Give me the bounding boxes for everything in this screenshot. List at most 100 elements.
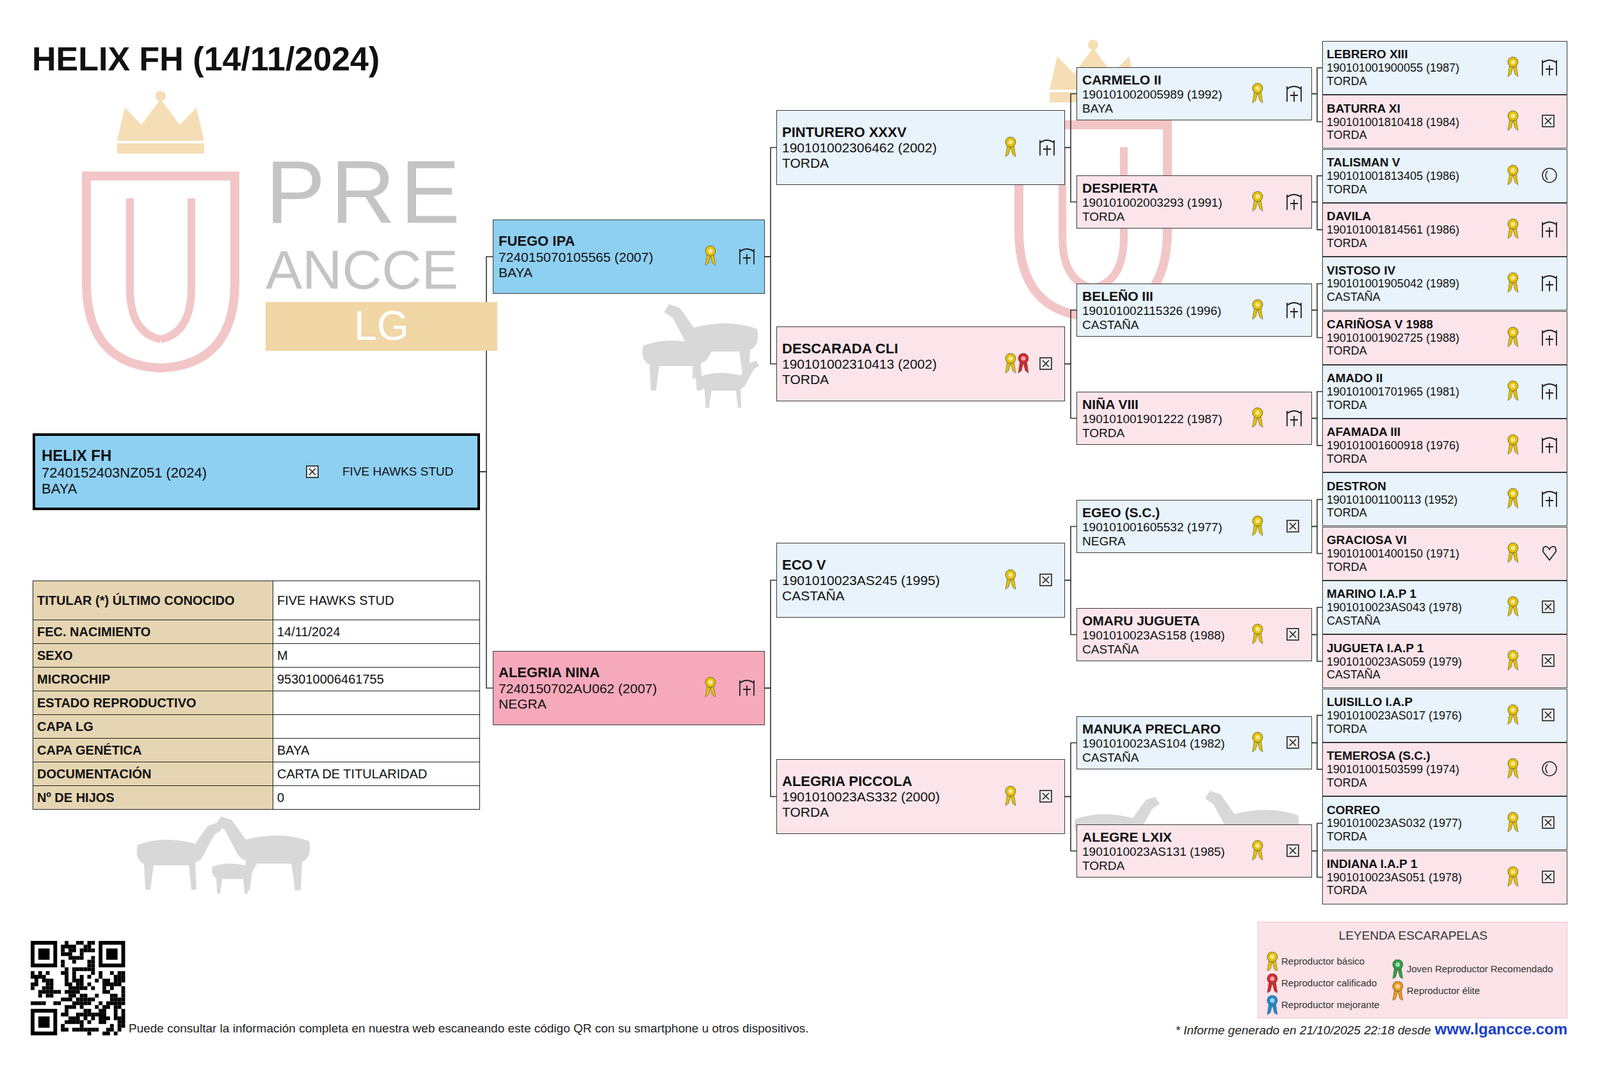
coat-colour: TORDA — [1326, 128, 1503, 143]
table-value-cell: BAYA — [273, 738, 480, 762]
pedigree-connector — [1312, 283, 1323, 310]
horse-name: TALISMAN V — [1326, 155, 1503, 170]
table-value: BAYA — [277, 743, 310, 758]
horse-name: TEMEROSA (S.C.) — [1326, 748, 1503, 763]
horse-name: LUISILLO I.A.P — [1326, 695, 1503, 710]
table-value: CARTA DE TITULARIDAD — [277, 766, 428, 782]
badge-icons — [1505, 702, 1563, 729]
table-key-cell: Nº DE HIJOS — [33, 785, 274, 809]
badge-icons — [702, 243, 761, 270]
horse-name: ECO V — [782, 556, 998, 573]
horse-watermark — [664, 304, 759, 379]
horse-name: BELEÑO III — [1082, 288, 1245, 304]
horse-name: PINTURERO XXXV — [782, 124, 998, 141]
pedigree-connector — [1312, 202, 1323, 230]
report-date: * Informe generado en 21/10/2025 22:18 d… — [1175, 1023, 1431, 1038]
horse-name: BATURRA XI — [1326, 101, 1503, 116]
legend-entry: Reproductor básico — [1265, 951, 1365, 971]
sire-box: VISTOSO IV190101001905042 (1989)CASTAÑA — [1322, 256, 1568, 311]
legend-text: Joven Reproductor Recomendado — [1406, 963, 1553, 975]
coat-colour: TORDA — [782, 155, 998, 171]
table-value: 0 — [277, 790, 285, 806]
table-key: Nº DE HIJOS — [37, 790, 115, 806]
horse-name: GRACIOSA VI — [1326, 533, 1503, 548]
dam-box: NIÑA VIII190101001901222 (1987)TORDA — [1076, 391, 1312, 445]
pedigree-connector — [1312, 391, 1323, 419]
horse-name: CORREO — [1326, 803, 1503, 818]
pedigree-connector — [1064, 743, 1077, 797]
badge-icons — [1505, 756, 1563, 783]
sire-box: ECO V1901010023AS245 (1995)CASTAÑA — [776, 542, 1065, 618]
pedigree-connector — [480, 471, 493, 688]
horse-name: NIÑA VIII — [1082, 396, 1245, 413]
table-key-cell: TITULAR (*) ÚLTIMO CONOCIDO — [33, 581, 274, 620]
registry-number: 1901010023AS043 (1978) — [1326, 600, 1503, 615]
sire-box: FUEGO IPA724015070105565 (2007)BAYA — [492, 219, 765, 294]
registry-number: 190101002310413 (2002) — [782, 356, 998, 372]
table-value: 14/11/2024 — [277, 624, 341, 640]
coat-colour: CASTAÑA — [1082, 750, 1245, 765]
horse-name: JUGUETA I.A.P 1 — [1326, 641, 1503, 656]
crest-watermark — [86, 90, 235, 368]
legend-swatch — [1265, 951, 1279, 971]
pedigree-connector — [1064, 94, 1077, 148]
table-value-cell: 14/11/2024 — [273, 620, 480, 644]
registry-number: 190101001400150 (1971) — [1326, 547, 1503, 561]
coat-colour: BAYA — [41, 480, 472, 497]
pedigree-connector — [1312, 526, 1323, 554]
registry-number: 1901010023AS158 (1988) — [1082, 628, 1245, 643]
coat-colour: NEGRA — [1082, 534, 1245, 549]
table-value-cell — [273, 691, 480, 715]
legend-entry: Reproductor mejorante — [1265, 995, 1380, 1015]
pedigree-connector — [764, 147, 777, 258]
pedigree-connector — [1064, 580, 1077, 635]
badge-icons — [1505, 486, 1563, 512]
horse-name: DESCARADA CLI — [782, 340, 998, 357]
table-key: FEC. NACIMIENTO — [37, 624, 151, 640]
badge-icons — [1249, 405, 1308, 432]
registry-number: 190101001605532 (1977) — [1082, 520, 1245, 535]
table-row: SEXO M — [33, 643, 480, 667]
coat-colour: TORDA — [1326, 183, 1503, 197]
horse-name: HELIX FH — [41, 446, 472, 465]
coat-colour: BAYA — [1082, 101, 1245, 116]
dam-box: DAVILA190101001814561 (1986)TORDA — [1322, 202, 1568, 257]
badge-icons — [1505, 864, 1563, 891]
sire-box: MARINO I.A.P 11901010023AS043 (1978)CAST… — [1322, 580, 1568, 635]
horse-name: VISTOSO IV — [1326, 263, 1503, 278]
legend-title: LEYENDA ESCARAPELAS — [1258, 928, 1568, 943]
badge-icons — [1505, 540, 1563, 567]
pedigree-connector — [1064, 796, 1077, 852]
dam-box: AFAMADA III190101001600918 (1976)TORDA — [1322, 418, 1568, 473]
table-key: ESTADO REPRODUCTIVO — [37, 695, 197, 711]
coat-colour: TORDA — [782, 371, 998, 388]
badge-icons — [1002, 784, 1061, 810]
table-key: TITULAR (*) ÚLTIMO CONOCIDO — [37, 593, 235, 608]
table-value: M — [277, 648, 288, 664]
registry-number: 724015070105565 (2007) — [498, 249, 698, 265]
legend-swatch — [1265, 995, 1279, 1015]
pedigree-connector — [1312, 176, 1323, 203]
pedigree-connector — [764, 256, 777, 365]
registry-number: 190101001701965 (1981) — [1326, 385, 1503, 399]
horse-name: INDIANA I.A.P 1 — [1326, 856, 1503, 872]
horse-name: EGEO (S.C.) — [1082, 504, 1245, 521]
table-row: TITULAR (*) ÚLTIMO CONOCIDOFIVE HAWKS ST… — [33, 581, 480, 620]
table-value-cell: 0 — [273, 785, 480, 809]
table-value-cell: CARTA DE TITULARIDAD — [273, 762, 480, 786]
registry-number: 190101002306462 (2002) — [782, 140, 998, 156]
footer-note: Puede consultar la información completa … — [128, 1021, 809, 1036]
pedigree-connector — [1064, 526, 1077, 581]
badge-icons — [1249, 622, 1308, 648]
badge-icons — [1002, 567, 1061, 594]
legend-text: Reproductor calificado — [1281, 977, 1377, 989]
info-table: TITULAR (*) ÚLTIMO CONOCIDOFIVE HAWKS ST… — [32, 580, 480, 810]
sire-box: MANUKA PRECLARO1901010023AS104 (1982)CAS… — [1076, 716, 1312, 770]
horse-name: AMADO II — [1326, 371, 1503, 386]
pedigree-connector — [1312, 823, 1323, 851]
table-key: SEXO — [37, 648, 73, 664]
sire-box: CORREO1901010023AS032 (1977)TORDA — [1322, 796, 1568, 850]
coat-colour: TORDA — [782, 804, 998, 820]
badge-icons — [304, 458, 324, 485]
table-value-cell: 953010006461755 — [273, 667, 480, 691]
